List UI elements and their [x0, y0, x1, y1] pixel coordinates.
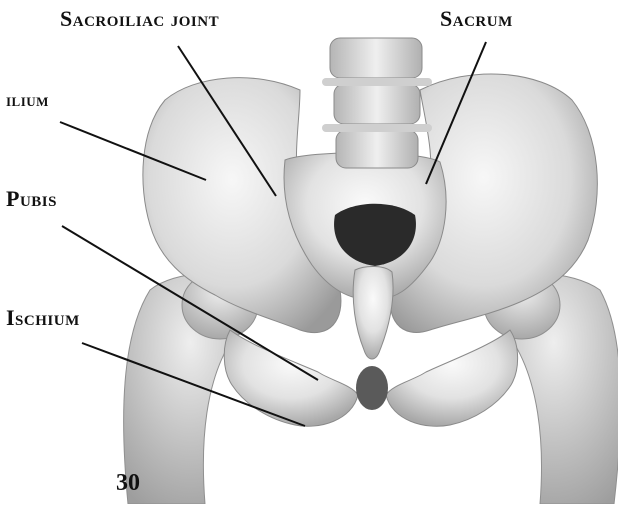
sacrum-label: Sacrum: [440, 6, 513, 32]
coccyx-shape: [353, 266, 393, 359]
left-pubis-ischium-shape: [224, 330, 358, 426]
right-pubis-ischium-shape: [386, 330, 518, 426]
pubis-label: Pubis: [6, 186, 57, 212]
lumbar-spine: [322, 38, 432, 168]
sacroiliac-joint-label: Sacroiliac joint: [60, 6, 219, 32]
page-number: 30: [116, 470, 140, 497]
ilium-label: ilium: [6, 90, 49, 112]
ischium-label: Ischium: [6, 305, 80, 331]
